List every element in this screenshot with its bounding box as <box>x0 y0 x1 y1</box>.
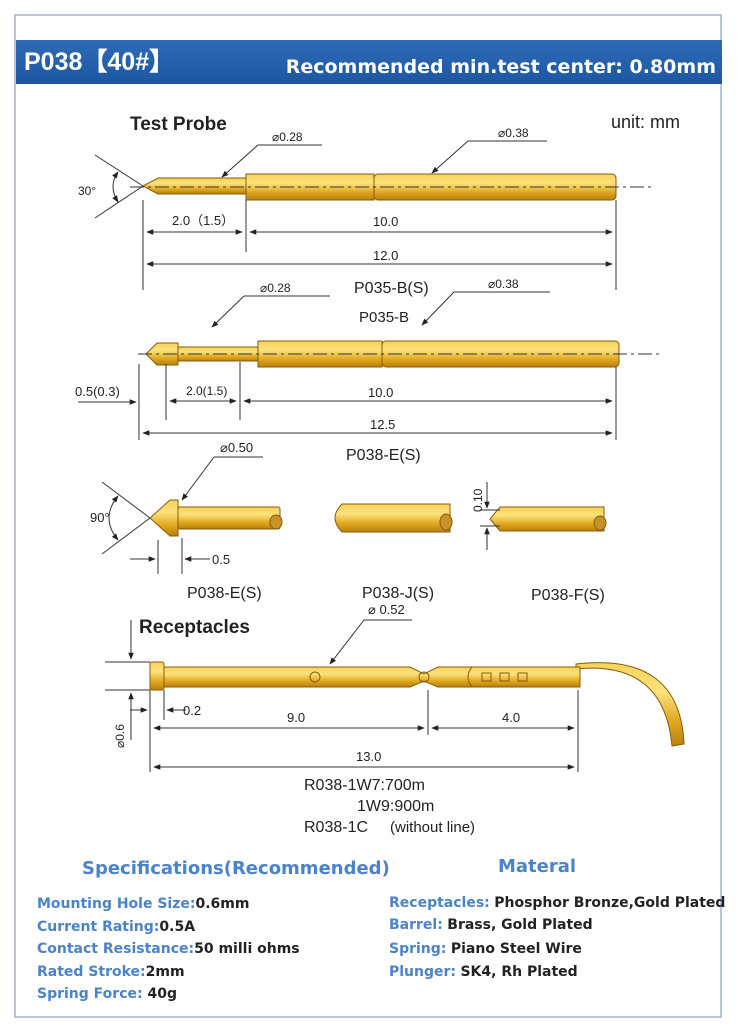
spec-contact-resistance: Contact Resistance:50 milli ohms <box>37 941 300 957</box>
probe-b-caption-top: P035-B <box>359 309 409 326</box>
probe-b-tip-dia: ⌀0.28 <box>260 281 291 295</box>
receptacle-alt-model: R038-1C <box>304 819 368 836</box>
probe-a-dim-total: 12.0 <box>373 248 398 263</box>
recommended-test-center: Recommended min.test center: 0.80mm <box>285 56 716 78</box>
receptacle-dia: ⌀ 0.52 <box>368 602 405 617</box>
receptacle-head-dia: ⌀0.6 <box>113 724 127 748</box>
probe-b-dim-tip: 2.0(1.5) <box>186 384 227 398</box>
spec-spring-force: Spring Force: 40g <box>37 986 177 1002</box>
head-e-dim: 0.5 <box>212 552 230 567</box>
head-f-body <box>489 506 607 532</box>
receptacle-dim-total: 13.0 <box>356 749 381 764</box>
probe-a-dim-tip: 2.0（1.5） <box>172 213 234 228</box>
receptacle-dim-b: 4.0 <box>502 710 520 725</box>
receptacle-model-1: R038-1W7:700m <box>304 777 425 794</box>
probe-a-dim-barrel: 10.0 <box>373 214 398 229</box>
head-e-body <box>149 499 283 537</box>
receptacle-dim-a: 9.0 <box>287 710 305 725</box>
head-label-e: P038-E(S) <box>187 585 262 602</box>
product-title: P038【40#】 <box>24 48 175 76</box>
material-plunger: Plunger: SK4, Rh Plated <box>389 964 578 980</box>
probe-a-angle: 30° <box>78 184 96 198</box>
spec-mounting-hole: Mounting Hole Size:0.6mm <box>37 896 250 912</box>
material-heading: Materal <box>498 856 577 877</box>
probe-b-dim-head: 0.5(0.3) <box>75 384 120 399</box>
header-bar: P038【40#】 Recommended min.test center: 0… <box>16 40 722 84</box>
material-receptacles: Receptacles: Phosphor Bronze,Gold Plated <box>389 895 726 911</box>
head-e-dia: ⌀0.50 <box>220 440 253 455</box>
probe-a-barrel-dia: ⌀0.38 <box>498 126 529 140</box>
receptacle-body <box>149 661 685 747</box>
probe-a-tip-dia: ⌀0.28 <box>272 130 303 144</box>
receptacle-dim-flange: 0.2 <box>183 703 201 718</box>
head-f-dim: 0.10 <box>471 488 485 512</box>
spec-current-rating: Current Rating:0.5A <box>37 919 196 935</box>
head-j-body <box>334 503 453 533</box>
probe-b-dim-barrel: 10.0 <box>368 385 393 400</box>
test-probe-heading: Test Probe <box>130 114 227 135</box>
material-barrel: Barrel: Brass, Gold Plated <box>389 917 593 933</box>
spec-rated-stroke: Rated Stroke:2mm <box>37 964 185 980</box>
specifications-heading: Specifications(Recommended) <box>82 858 390 879</box>
receptacles-heading: Receptacles <box>139 617 250 638</box>
unit-label: unit: mm <box>611 112 680 132</box>
probe-a-caption: P035-B(S) <box>354 280 429 297</box>
probe-b-caption: P038-E(S) <box>346 447 421 464</box>
receptacle-model-2: 1W9:900m <box>357 798 434 815</box>
head-e-angle: 90° <box>90 510 110 525</box>
material-spring: Spring: Piano Steel Wire <box>389 941 582 957</box>
head-label-f: P038-F(S) <box>531 587 605 604</box>
probe-a-body <box>141 173 617 201</box>
probe-b-dim-total: 12.5 <box>370 417 395 432</box>
probe-b-barrel-dia: ⌀0.38 <box>488 277 519 291</box>
head-label-j: P038-J(S) <box>362 585 434 602</box>
receptacle-alt-note: (without line) <box>390 819 475 836</box>
